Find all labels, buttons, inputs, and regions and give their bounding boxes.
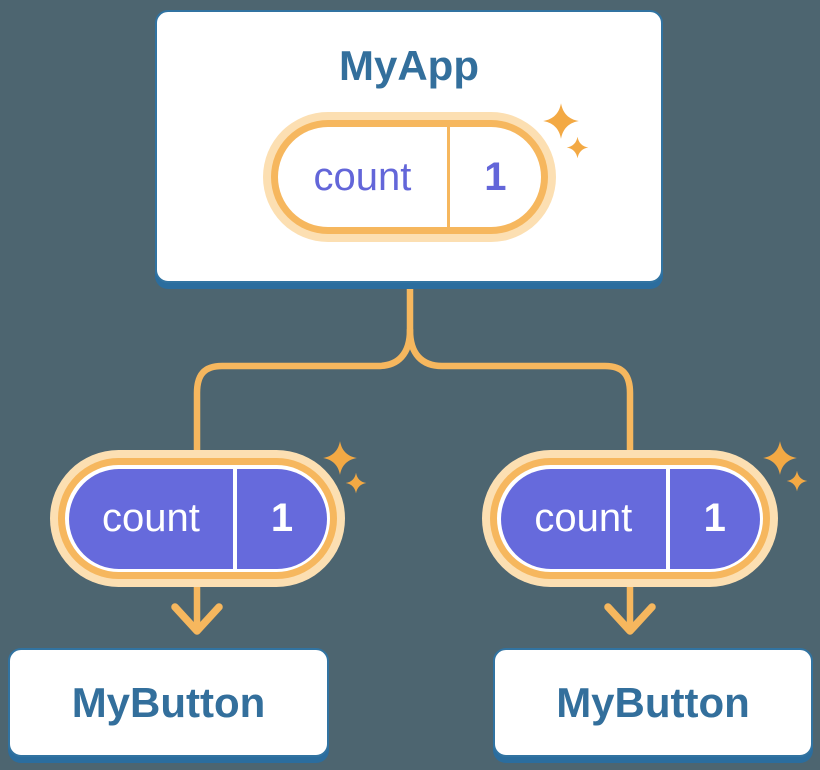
state-pill-myapp: count 1 bbox=[263, 112, 556, 242]
prop-pill-left: count 1 bbox=[50, 450, 345, 587]
prop-pill-body: count 1 bbox=[500, 468, 760, 569]
prop-pill-label: count bbox=[102, 496, 200, 540]
prop-pill-gap: count 1 bbox=[497, 465, 763, 572]
node-title-mybutton-right: MyButton bbox=[556, 678, 750, 726]
state-pill-label: count bbox=[313, 154, 412, 199]
node-title-myapp: MyApp bbox=[339, 42, 479, 89]
sparkle-small-icon bbox=[345, 472, 367, 494]
state-pill-body: count 1 bbox=[278, 127, 541, 227]
prop-pill-body: count 1 bbox=[68, 468, 327, 569]
sparkle-icon bbox=[763, 441, 797, 475]
branch-right-line bbox=[406, 326, 634, 464]
branch-left-line bbox=[193, 285, 414, 464]
prop-pill-ring: count 1 bbox=[490, 458, 770, 579]
prop-pill-right: count 1 bbox=[482, 450, 778, 587]
prop-pill-ring: count 1 bbox=[58, 458, 337, 579]
node-title-mybutton-left: MyButton bbox=[71, 678, 266, 726]
prop-pill-value: 1 bbox=[666, 468, 759, 569]
arrow-right-head bbox=[604, 603, 656, 635]
sparkle-small-icon bbox=[566, 136, 589, 159]
sparkle-icon bbox=[543, 103, 579, 139]
arrow-left-head bbox=[171, 603, 223, 635]
prop-pill-gap: count 1 bbox=[65, 465, 330, 572]
sparkle-small-icon bbox=[786, 470, 808, 492]
prop-pill-value: 1 bbox=[233, 468, 326, 569]
node-card-mybutton-left: MyButton bbox=[8, 648, 329, 757]
node-card-mybutton-right: MyButton bbox=[493, 648, 813, 757]
state-pill-value: 1 bbox=[446, 127, 541, 227]
state-pill-ring: count 1 bbox=[271, 120, 548, 234]
prop-pill-label: count bbox=[534, 496, 633, 540]
sparkle-icon bbox=[323, 441, 357, 475]
